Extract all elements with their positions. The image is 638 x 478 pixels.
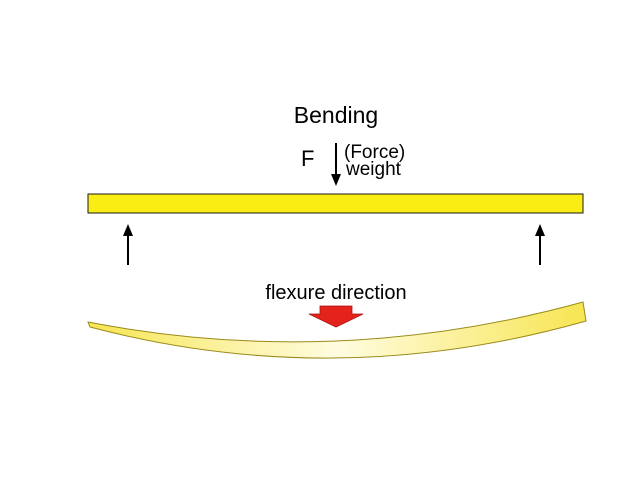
flexure-label: flexure direction (265, 282, 406, 304)
right-support-arrow (535, 224, 545, 265)
force-label: (Force) (344, 142, 405, 163)
left-support-arrow (123, 224, 133, 265)
straight-beam (87, 193, 584, 214)
diagram-title: Bending (294, 102, 378, 128)
bent-beam (87, 301, 587, 359)
weight-label: weight (345, 159, 402, 180)
force-arrow (331, 143, 341, 186)
flexure-direction-arrow (308, 305, 364, 328)
force-symbol: F (301, 146, 314, 171)
